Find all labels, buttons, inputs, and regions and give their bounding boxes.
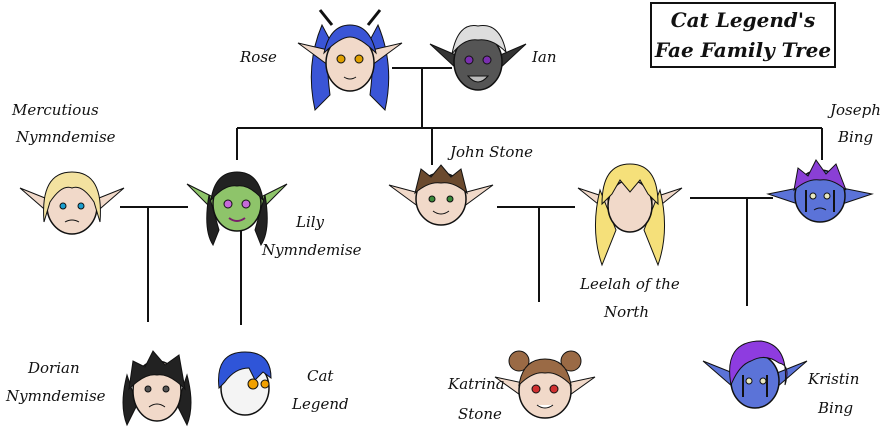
label-kristin-2: Bing xyxy=(818,399,854,417)
label-lily-2: Nymndemise xyxy=(262,241,362,259)
label-dorian-2: Nymndemise xyxy=(6,387,106,405)
label-mercutious-1: Mercutious xyxy=(12,101,99,119)
fae-portrait-rose xyxy=(297,9,403,111)
fae-portrait-cat xyxy=(218,351,272,416)
label-mercutious-2: Nymndemise xyxy=(16,128,116,146)
fae-portrait-john xyxy=(388,164,494,226)
label-rose: Rose xyxy=(240,48,277,66)
fae-portrait-leelah xyxy=(577,163,683,267)
fae-portrait-kristin xyxy=(702,340,808,409)
label-cat-1: Cat xyxy=(307,367,334,385)
fae-portrait-mercutious xyxy=(19,171,125,235)
label-cat-2: Legend xyxy=(292,395,349,413)
label-katrina-2: Stone xyxy=(458,405,502,423)
fae-portrait-katrina xyxy=(494,350,596,419)
label-leelah-2: North xyxy=(604,303,650,321)
title-line-1: Cat Legend's xyxy=(670,8,816,32)
fae-portrait-dorian xyxy=(122,350,192,427)
label-joseph-2: Bing xyxy=(838,128,874,146)
label-dorian-1: Dorian xyxy=(28,359,80,377)
connector-lines xyxy=(120,67,823,325)
title-box: Cat Legend's Fae Family Tree xyxy=(650,2,836,68)
label-katrina-1: Katrina xyxy=(448,375,505,393)
label-joseph-1: Joseph xyxy=(830,101,881,119)
fae-portrait-joseph xyxy=(766,159,874,223)
label-kristin-1: Kristin xyxy=(808,370,860,388)
fae-portrait-ian xyxy=(429,25,527,91)
label-ian: Ian xyxy=(532,48,557,66)
title-line-2: Fae Family Tree xyxy=(654,38,832,62)
label-john: John Stone xyxy=(450,143,534,161)
label-lily-1: Lily xyxy=(296,213,325,231)
fae-portrait-lily xyxy=(186,171,288,247)
label-leelah-1: Leelah of the xyxy=(580,275,680,293)
